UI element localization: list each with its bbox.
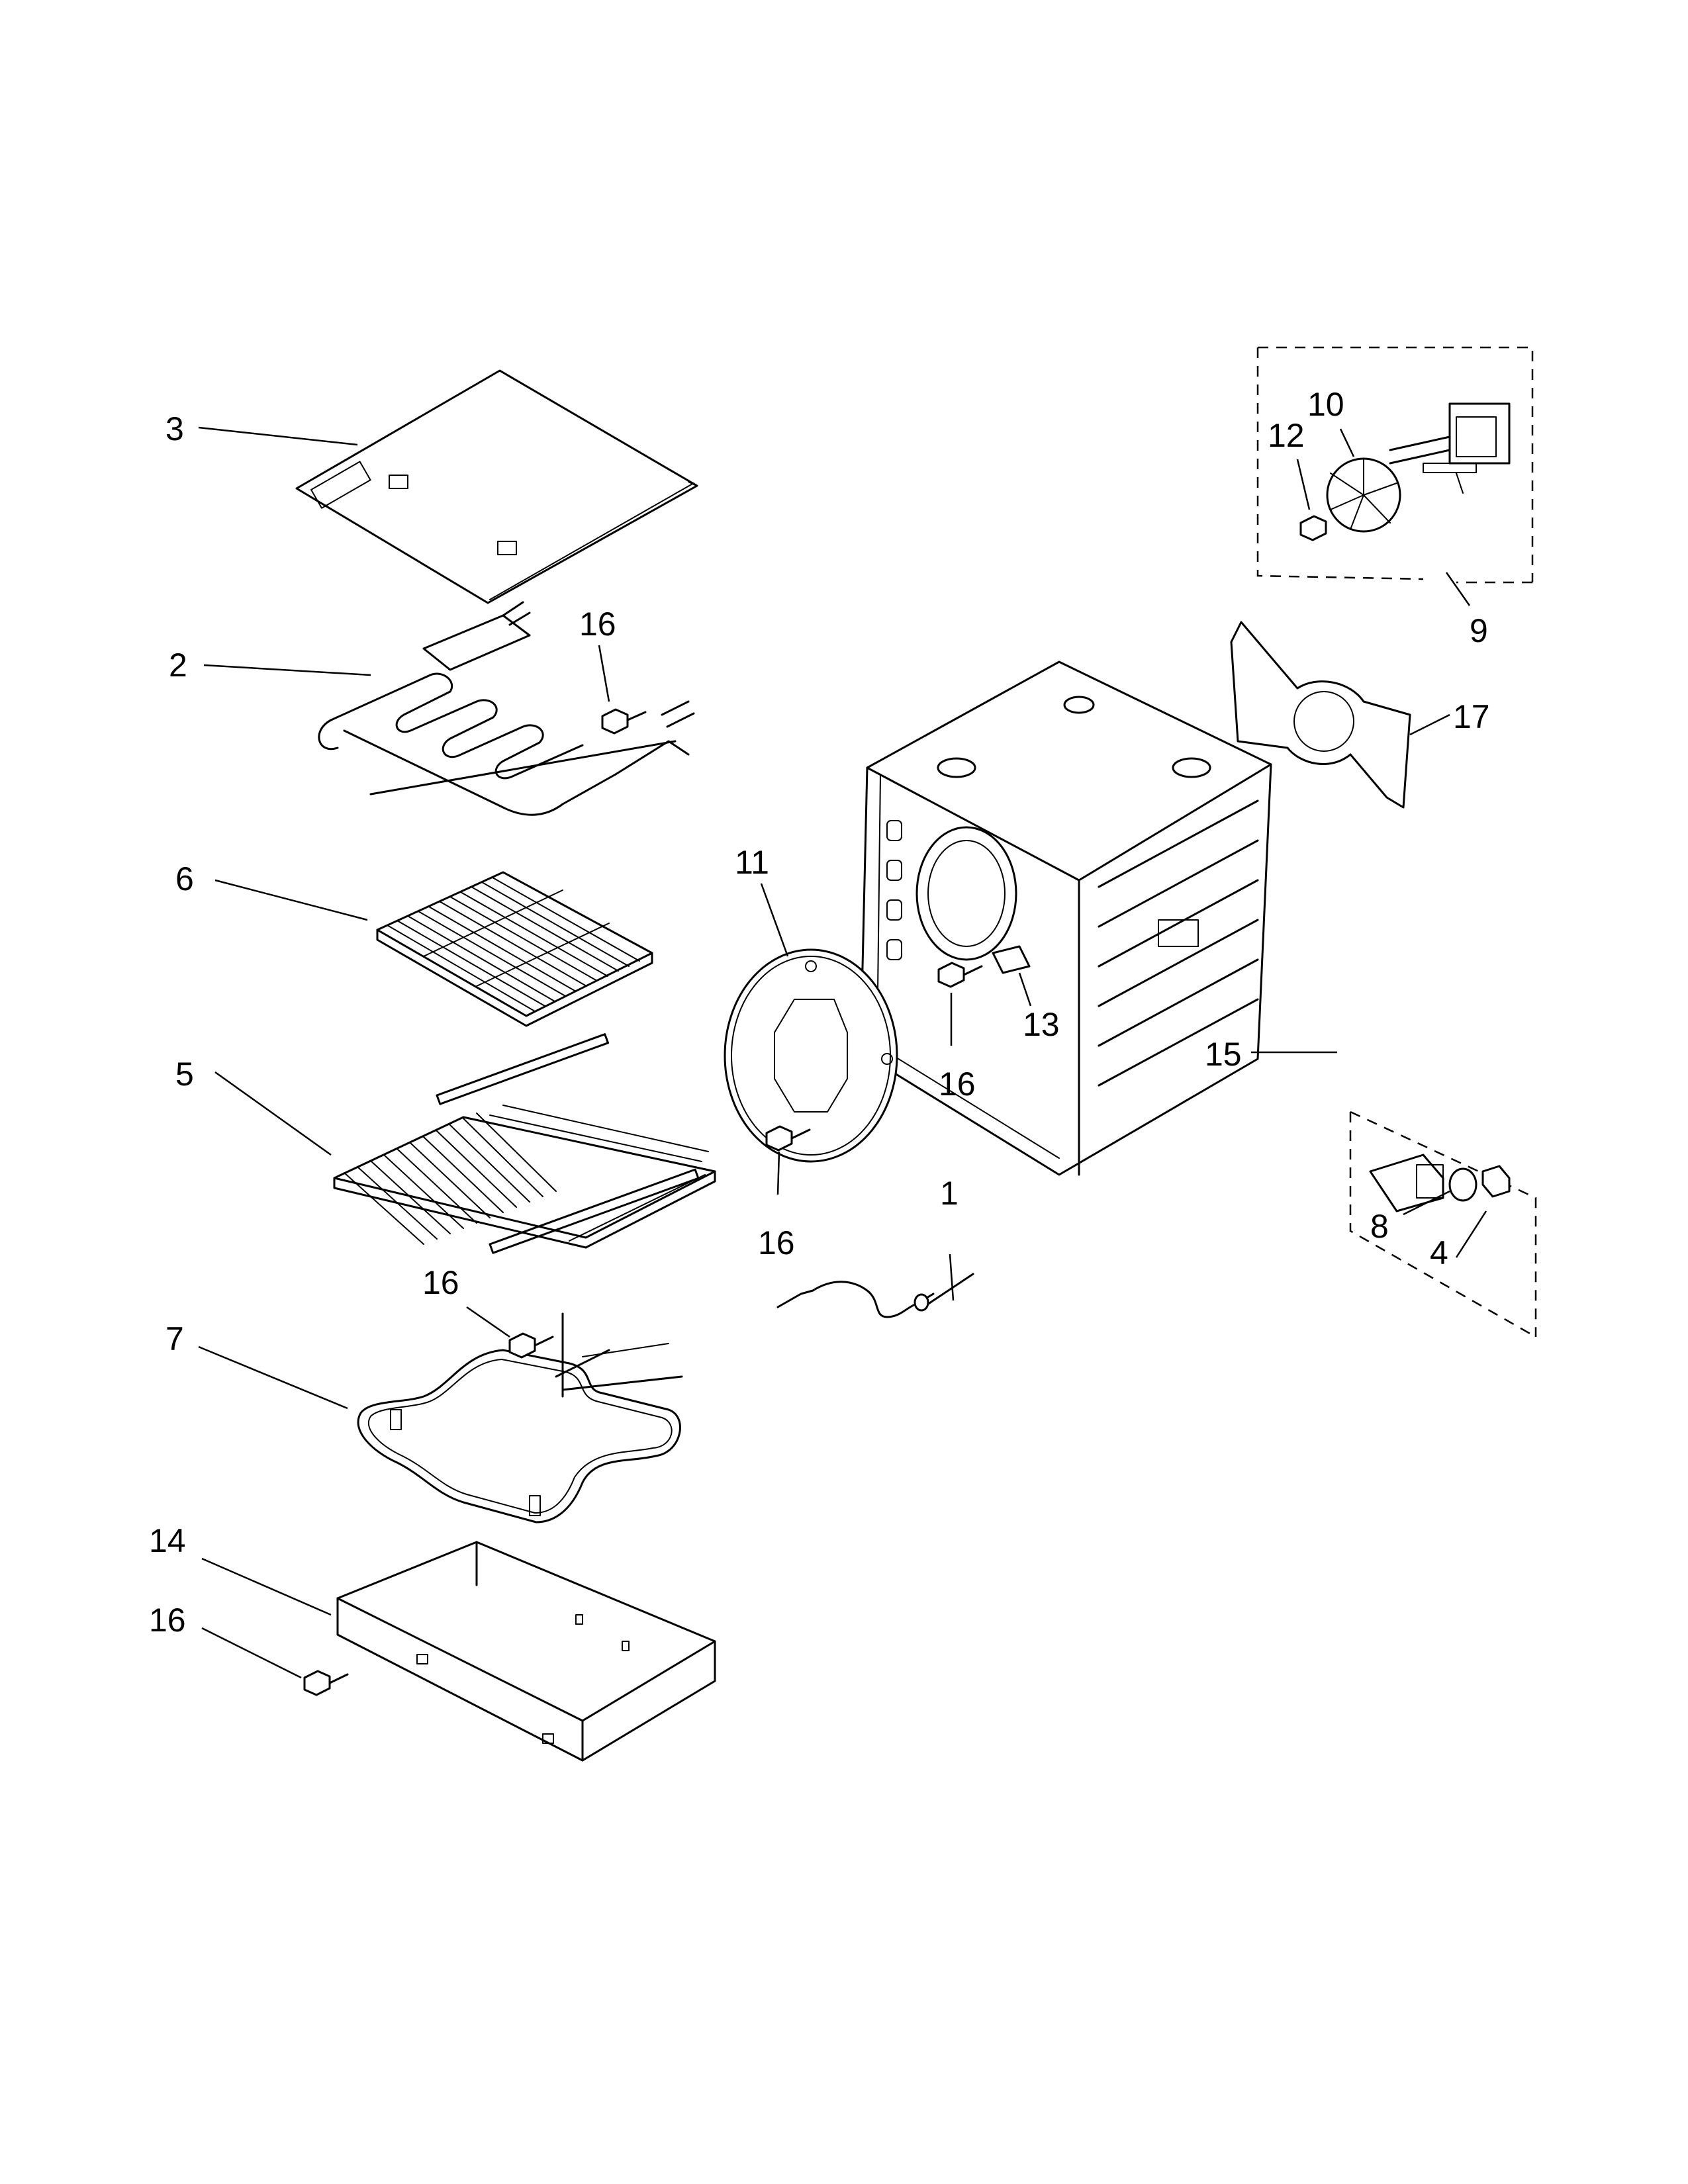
meat-probe — [776, 1273, 974, 1318]
light-lens — [1481, 1165, 1511, 1198]
callout-4: 4 — [1430, 1234, 1448, 1271]
callout-17: 17 — [1453, 698, 1490, 735]
light-gasket — [1448, 1167, 1477, 1202]
callout-8: 8 — [1370, 1208, 1389, 1245]
callout-9: 9 — [1470, 612, 1488, 649]
callout-5: 5 — [175, 1056, 194, 1093]
cavity-clip — [992, 945, 1031, 974]
callout-16-bake: 16 — [422, 1264, 459, 1301]
screw-tray — [303, 1670, 349, 1696]
callout-6: 6 — [175, 860, 194, 897]
broil-element — [318, 601, 695, 816]
callout-16-cavity: 16 — [939, 1066, 976, 1103]
callout-11: 11 — [735, 844, 769, 881]
screw-guard — [765, 1125, 811, 1152]
callout-7: 7 — [165, 1320, 184, 1357]
callout-16-guard: 16 — [758, 1224, 795, 1261]
sliding-rack — [333, 1033, 716, 1254]
callout-1: 1 — [940, 1175, 959, 1212]
oven-cavity — [859, 660, 1272, 1176]
screw-cavity — [937, 962, 983, 988]
fan-blade — [1326, 457, 1401, 533]
fan-nut — [1299, 515, 1327, 541]
bake-element — [357, 1312, 683, 1524]
callout-15: 15 — [1205, 1036, 1242, 1073]
bottom-tray — [336, 1541, 716, 1762]
screw-bake — [508, 1332, 554, 1359]
callout-10: 10 — [1307, 386, 1344, 423]
callout-12: 12 — [1268, 417, 1305, 454]
screw-broil — [601, 708, 647, 735]
convection-element — [1230, 621, 1411, 809]
callout-16-tray: 16 — [149, 1602, 186, 1639]
callout-3: 3 — [165, 410, 184, 447]
callout-14: 14 — [149, 1522, 186, 1559]
leader-lines — [198, 426, 1487, 1679]
callout-16-broil: 16 — [579, 606, 616, 643]
light-socket — [1369, 1154, 1444, 1212]
callout-2: 2 — [169, 647, 187, 684]
callout-13: 13 — [1023, 1006, 1060, 1043]
fan-motor — [1389, 402, 1511, 494]
fan-guard — [724, 948, 898, 1163]
cover-panel — [295, 369, 698, 604]
light-box — [1349, 1111, 1537, 1338]
flat-rack — [376, 871, 653, 1027]
fan-motor-box — [1256, 346, 1534, 584]
